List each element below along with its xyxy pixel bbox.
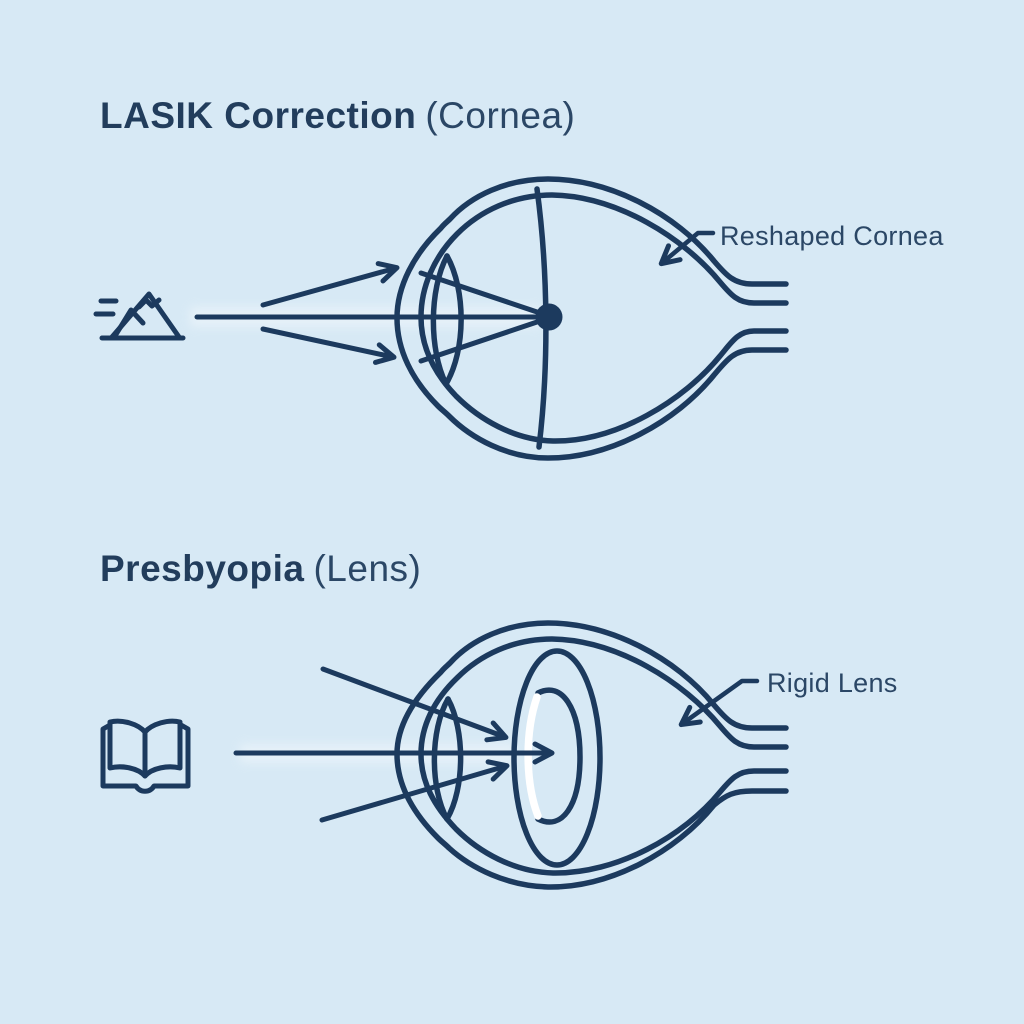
mountain-icon: [93, 291, 186, 341]
lens-highlight: [524, 693, 542, 820]
rigid-lens-annotation: Rigid Lens: [678, 668, 898, 728]
reshaped-cornea-label: Reshaped Cornea: [720, 221, 944, 251]
unfocused-light-rays: [233, 666, 555, 823]
title-presbyopia-main: Presbyopia: [100, 548, 305, 589]
section-title-lasik: LASIK Correction(Cornea): [100, 95, 575, 137]
cornea-lens: [431, 696, 464, 822]
title-lasik-main: LASIK Correction: [100, 95, 417, 136]
rigid-lens-label: Rigid Lens: [767, 668, 898, 698]
section-title-presbyopia: Presbyopia(Lens): [100, 548, 421, 590]
lasik-eye-diagram: Reshaped Cornea: [93, 176, 944, 461]
reshaped-cornea-annotation: Reshaped Cornea: [658, 221, 944, 267]
crystalline-lens: [430, 253, 464, 387]
open-book-icon: [100, 718, 191, 794]
title-presbyopia-paren: (Lens): [313, 548, 422, 589]
title-lasik-paren: (Cornea): [425, 95, 576, 136]
presbyopia-eye-diagram: Rigid Lens: [100, 620, 898, 890]
converging-light-rays: [194, 261, 546, 365]
reshaped-cornea-arrow: [658, 230, 716, 267]
rigid-lens: [511, 648, 603, 868]
focal-point: [535, 303, 563, 331]
rigid-lens-arrow: [678, 678, 760, 728]
